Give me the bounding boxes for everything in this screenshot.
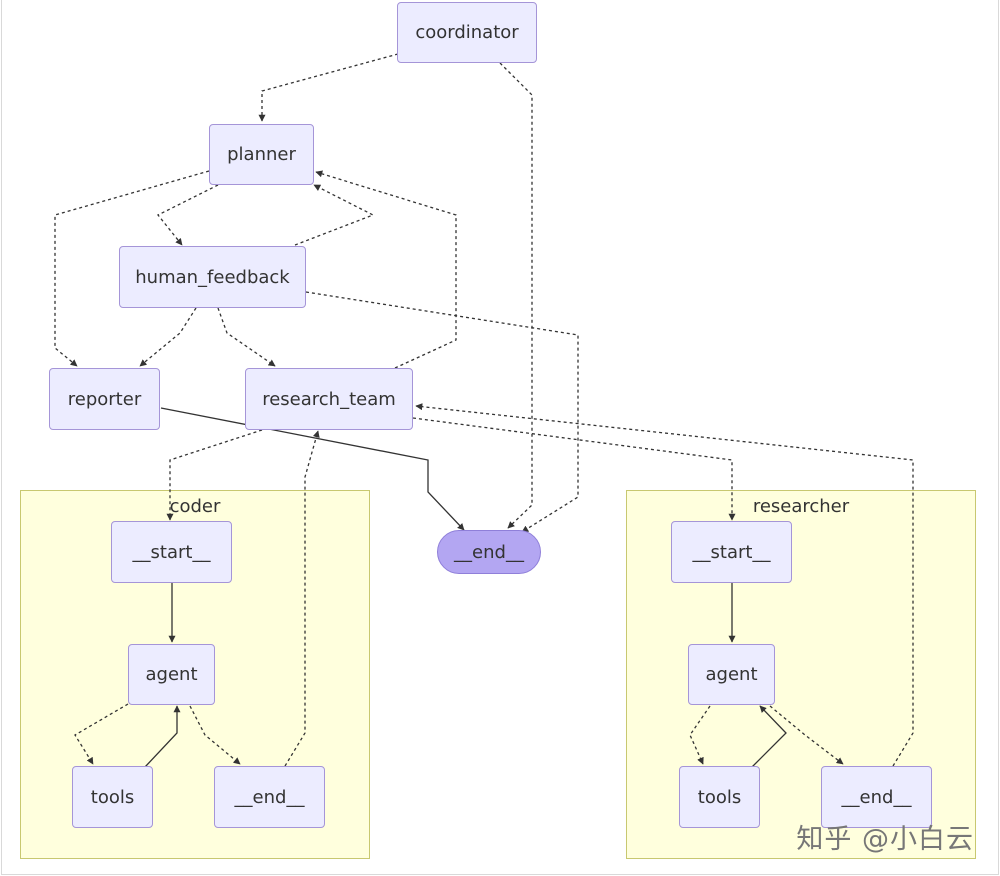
edge-human-feedback-end: [305, 291, 579, 533]
edge-planner-reporter: [54, 170, 210, 367]
edge-coder-agent-end: [189, 705, 241, 765]
edge-research-team-planner: [315, 170, 457, 369]
node-researcher-start[interactable]: __start__: [671, 521, 792, 583]
cluster-researcher-label: researcher: [752, 496, 850, 517]
edge-human-feedback-planner: [294, 184, 375, 246]
node-planner[interactable]: planner: [209, 124, 314, 185]
edge-coordinator-planner: [258, 53, 399, 122]
edge-reporter-end: [160, 407, 465, 531]
node-coder-end[interactable]: __end__: [214, 766, 325, 828]
edge-coordinator-end: [499, 62, 533, 529]
edge-research-team-researcher: [412, 417, 736, 521]
node-researcher-agent[interactable]: agent: [688, 644, 775, 705]
node-researcher-end[interactable]: __end__: [821, 766, 932, 828]
edge-researcher-end-research-team: [415, 403, 914, 767]
edge-research-team-coder: [166, 429, 263, 521]
node-coordinator[interactable]: coordinator: [397, 2, 537, 63]
edge-researcher-tools-agent: [751, 705, 787, 768]
watermark-text: 知乎 @小白云: [796, 824, 974, 855]
node-research-team[interactable]: research_team: [245, 368, 413, 430]
edge-researcher-agent-end: [769, 705, 844, 765]
edge-human-feedback-research-team: [217, 307, 276, 367]
node-coder-agent[interactable]: agent: [128, 644, 215, 705]
edge-researcher-agent-tools: [689, 705, 711, 765]
node-reporter[interactable]: reporter: [49, 368, 160, 430]
cluster-coder-label: coder: [169, 496, 221, 517]
node-researcher-tools[interactable]: tools: [679, 766, 760, 828]
edge-coder-tools-agent: [144, 705, 181, 768]
node-human-feedback[interactable]: human_feedback: [119, 246, 306, 308]
node-end[interactable]: __end__: [437, 530, 541, 574]
edge-coder-agent-tools: [74, 703, 129, 765]
node-coder-tools[interactable]: tools: [72, 766, 153, 828]
edge-planner-human-feedback: [156, 184, 219, 246]
node-coder-start[interactable]: __start__: [111, 521, 232, 583]
edge-coder-end-research-team: [284, 430, 320, 767]
edge-human-feedback-reporter: [139, 307, 197, 367]
